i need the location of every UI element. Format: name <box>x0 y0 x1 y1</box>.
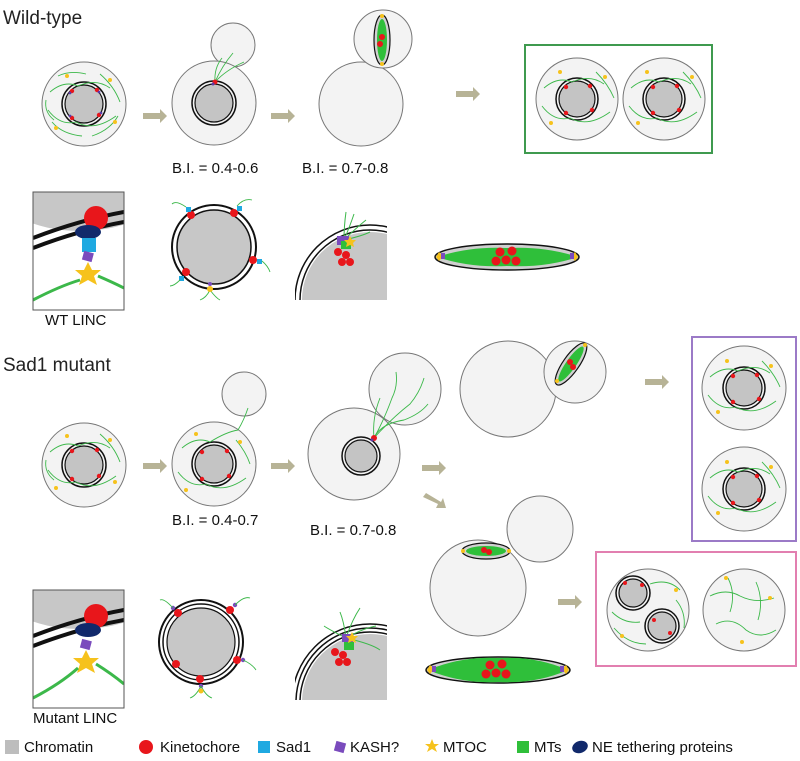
mut-anucleate-cell <box>702 568 786 652</box>
legend-label-ne-tethering: NE tethering proteins <box>592 739 733 756</box>
caption-mut-bi-2: B.I. = 0.7-0.8 <box>310 522 397 539</box>
legend-label-mts: MTs <box>534 739 562 756</box>
legend-mtoc-icon <box>425 739 439 752</box>
wt-spindle-detail <box>434 243 580 271</box>
caption-mut-linc: Mutant LINC <box>33 710 118 727</box>
legend-label-kash: KASH? <box>350 739 400 756</box>
caption-wt-linc: WT LINC <box>45 312 107 329</box>
legend-kash-icon <box>333 740 347 754</box>
wt-bi-04-06-cell <box>171 22 257 146</box>
mut-arrow-4a <box>645 375 669 389</box>
mut-bi-07-08-cell <box>307 352 442 501</box>
wt-spb-detail <box>295 211 387 300</box>
wt-interphase-cell <box>41 61 127 147</box>
mut-binucleate-cell <box>606 568 690 652</box>
legend-kinetochore-icon <box>139 740 153 754</box>
mut-spindle-in-mother-cell <box>429 495 574 637</box>
section-label-wild-type: Wild-type <box>3 8 83 29</box>
mut-arrow-3a <box>422 461 446 475</box>
wt-daughter-cell-right <box>622 57 706 141</box>
caption-wt-bi-2: B.I. = 0.7-0.8 <box>302 160 389 177</box>
wt-arrow-3 <box>456 87 480 101</box>
legend-label-chromatin: Chromatin <box>24 739 94 756</box>
wt-nucleus-detail <box>169 199 271 301</box>
mut-arrow-3b <box>423 493 446 508</box>
mut-arrow-1 <box>143 459 167 473</box>
legend-chromatin-icon <box>5 740 19 754</box>
section-label-sad1-mutant: Sad1 mutant <box>3 355 111 376</box>
wt-outcome-box <box>524 44 713 154</box>
mut-arrow-4b <box>558 595 582 609</box>
legend-label-kinetochore: Kinetochore <box>160 739 241 756</box>
caption-wt-bi-1: B.I. = 0.4-0.6 <box>172 160 259 177</box>
legend-sad1-icon <box>258 741 270 753</box>
wt-bi-07-08-cell <box>318 9 413 147</box>
legend-ne-tether-icon <box>572 740 588 754</box>
mut-interphase-cell <box>41 422 127 508</box>
legend-icons <box>5 739 588 754</box>
caption-mut-bi-1: B.I. = 0.4-0.7 <box>172 512 259 529</box>
wt-arrow-1 <box>143 109 167 123</box>
wt-linc-detail <box>33 192 124 310</box>
mut-spb-detail <box>295 607 387 700</box>
wt-arrow-2 <box>271 109 295 123</box>
mut-spindle-in-bud-cell <box>459 340 607 438</box>
mut-outcome-box-normal <box>691 336 797 542</box>
mut-nucleus-detail <box>158 597 257 699</box>
mut-arrow-2 <box>271 459 295 473</box>
legend-mts-icon <box>517 741 529 753</box>
mut-daughter-cell-top <box>701 345 787 431</box>
mut-outcome-box-aberrant <box>595 551 797 667</box>
mut-spindle-detail <box>425 656 571 684</box>
mut-linc-detail <box>33 590 124 708</box>
wt-daughter-cell-left <box>535 57 619 141</box>
mut-daughter-cell-bottom <box>701 446 787 532</box>
legend-label-mtoc: MTOC <box>443 739 487 756</box>
mut-bi-04-07-cell <box>171 371 267 507</box>
legend-label-sad1: Sad1 <box>276 739 312 756</box>
